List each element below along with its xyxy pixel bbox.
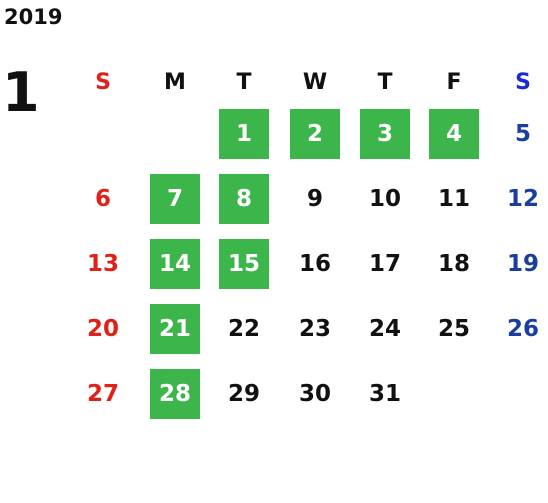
day-number: 6 (94, 186, 111, 212)
week-row-2: 6 7 8 9 10 11 12 (68, 171, 548, 236)
calendar-year: 2019 (4, 5, 63, 29)
day-number: 15 (219, 239, 269, 289)
day-cell[interactable]: 29 (209, 366, 279, 422)
day-number: 3 (360, 109, 410, 159)
day-number: 29 (227, 381, 260, 407)
day-cell[interactable]: 2 (280, 106, 350, 162)
day-number: 12 (506, 186, 539, 212)
day-cell (140, 106, 210, 162)
week-row-1: 1 2 3 4 5 (68, 106, 548, 171)
week-row-4: 20 21 22 23 24 25 26 (68, 301, 548, 366)
day-number: 23 (298, 316, 331, 342)
day-number: 25 (437, 316, 470, 342)
day-cell[interactable]: 28 (140, 366, 210, 422)
weekday-thursday: T (377, 69, 393, 95)
day-number: 11 (437, 186, 470, 212)
day-number: 1 (219, 109, 269, 159)
day-number: 7 (150, 174, 200, 224)
weekday-tuesday: T (236, 69, 252, 95)
day-cell[interactable]: 18 (419, 236, 489, 292)
day-cell[interactable]: 15 (209, 236, 279, 292)
day-number (150, 109, 200, 159)
day-cell[interactable]: 30 (280, 366, 350, 422)
day-number: 27 (86, 381, 119, 407)
weekday-monday: M (164, 69, 186, 95)
day-cell[interactable]: 8 (209, 171, 279, 227)
weekday-friday: F (446, 69, 462, 95)
weekday-wednesday: W (302, 69, 328, 95)
day-cell[interactable]: 13 (68, 236, 138, 292)
day-number: 21 (150, 304, 200, 354)
day-cell[interactable]: 20 (68, 301, 138, 357)
day-number (78, 109, 128, 159)
day-number: 4 (429, 109, 479, 159)
calendar-month: 1 (2, 61, 40, 124)
day-cell[interactable]: 3 (350, 106, 420, 162)
day-cell[interactable]: 5 (488, 106, 548, 162)
day-cell (419, 366, 489, 422)
day-cell[interactable]: 17 (350, 236, 420, 292)
day-cell[interactable]: 16 (280, 236, 350, 292)
day-number: 19 (506, 251, 539, 277)
day-cell[interactable]: 10 (350, 171, 420, 227)
weekday-sunday: S (95, 69, 111, 95)
day-number: 20 (86, 316, 119, 342)
day-cell[interactable]: 9 (280, 171, 350, 227)
weekday-header-row: S M T W T F S (68, 58, 548, 106)
day-number: 9 (306, 186, 323, 212)
day-cell[interactable]: 22 (209, 301, 279, 357)
day-number (498, 369, 548, 419)
week-row-3: 13 14 15 16 17 18 19 (68, 236, 548, 301)
day-cell[interactable]: 27 (68, 366, 138, 422)
day-number: 24 (368, 316, 401, 342)
day-number: 8 (219, 174, 269, 224)
day-cell[interactable]: 23 (280, 301, 350, 357)
day-cell[interactable]: 31 (350, 366, 420, 422)
day-cell[interactable]: 14 (140, 236, 210, 292)
day-number: 22 (227, 316, 260, 342)
day-cell (488, 366, 548, 422)
day-number: 26 (506, 316, 539, 342)
day-number: 2 (290, 109, 340, 159)
day-cell[interactable]: 21 (140, 301, 210, 357)
day-number: 5 (514, 121, 531, 147)
day-number: 16 (298, 251, 331, 277)
day-cell[interactable]: 4 (419, 106, 489, 162)
day-cell[interactable]: 11 (419, 171, 489, 227)
day-cell[interactable]: 25 (419, 301, 489, 357)
day-cell (68, 106, 138, 162)
day-number: 17 (368, 251, 401, 277)
day-cell[interactable]: 1 (209, 106, 279, 162)
week-row-5: 27 28 29 30 31 (68, 366, 548, 431)
day-cell[interactable]: 6 (68, 171, 138, 227)
day-number: 30 (298, 381, 331, 407)
calendar-grid: S M T W T F S 1 2 3 4 5 6 7 8 9 10 11 12… (68, 58, 548, 431)
day-cell[interactable]: 7 (140, 171, 210, 227)
day-cell[interactable]: 26 (488, 301, 548, 357)
day-number: 31 (368, 381, 401, 407)
day-number: 10 (368, 186, 401, 212)
day-number: 13 (86, 251, 119, 277)
day-number: 14 (150, 239, 200, 289)
day-cell[interactable]: 12 (488, 171, 548, 227)
weekday-saturday: S (515, 69, 531, 95)
day-number: 28 (150, 369, 200, 419)
day-cell[interactable]: 24 (350, 301, 420, 357)
day-number (429, 369, 479, 419)
day-cell[interactable]: 19 (488, 236, 548, 292)
day-number: 18 (437, 251, 470, 277)
